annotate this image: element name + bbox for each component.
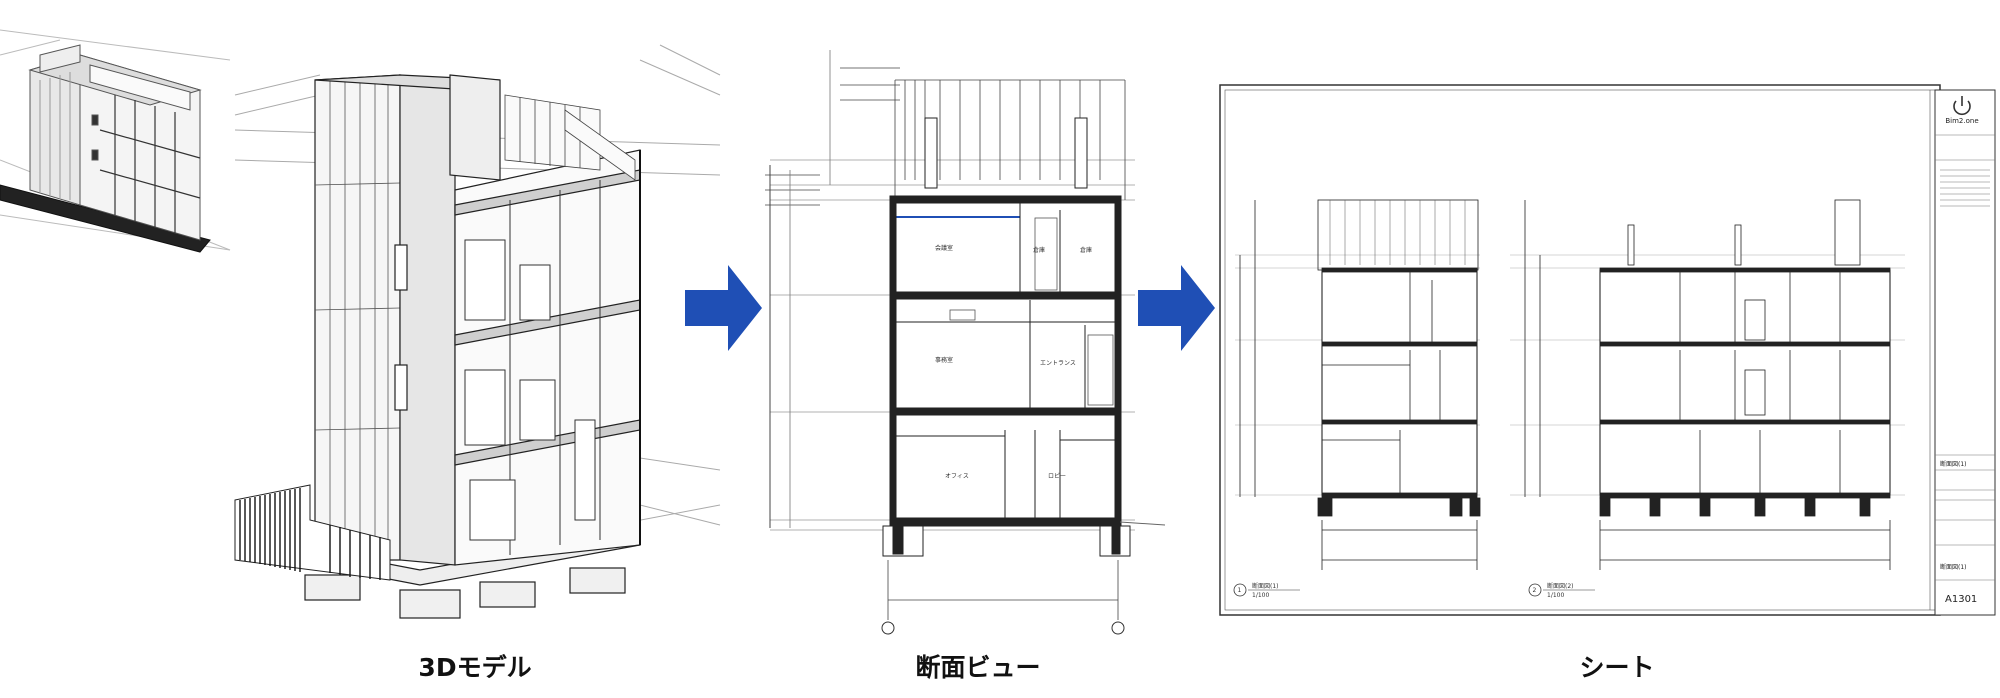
- detail-marker: 2: [1533, 587, 1537, 594]
- room-label: エントランス: [1040, 360, 1076, 367]
- model-3d-overview: [0, 29, 231, 253]
- sheet-section-1: [1235, 199, 1481, 570]
- room-label: オフィス: [945, 473, 969, 480]
- power-icon: [1953, 96, 1971, 116]
- caption-3d-model: 3Dモデル: [418, 653, 532, 682]
- detail-scale: 1/100: [1547, 592, 1564, 599]
- section-room-labels: 会議室 倉庫 倉庫 事務室 エントランス オフィス ロビー: [935, 244, 1092, 480]
- sheet-drawing: Bim2.one 断面図(1) 断面図(1) A1301: [1219, 84, 1996, 616]
- room-label: 事務室: [935, 356, 953, 364]
- arrow-right-icon: [1138, 265, 1215, 351]
- sheet-detail-title-1: 1 断面図(1) 1/100: [1233, 582, 1300, 599]
- model-3d-main: [289, 74, 641, 619]
- detail-marker: 1: [1238, 587, 1242, 594]
- sheet-brand: Bim2.one: [1945, 117, 1978, 125]
- room-label: ロビー: [1048, 472, 1066, 480]
- sheet-number: A1301: [1945, 594, 1977, 605]
- sheet-section-2: [1510, 199, 1905, 570]
- model-3d-group: [0, 29, 721, 619]
- title-block-label: 断面図(1): [1940, 460, 1967, 468]
- model-3d-fence: [234, 484, 391, 581]
- room-label: 倉庫: [1033, 246, 1045, 254]
- sheet-detail-title-2: 2 断面図(2) 1/100: [1528, 582, 1595, 599]
- section-view-drawing: [765, 50, 1166, 635]
- arrow-right-icon: [685, 265, 762, 351]
- title-block-label: 断面図(1): [1940, 563, 1967, 571]
- caption-section-view: 断面ビュー: [915, 653, 1041, 682]
- detail-scale: 1/100: [1252, 592, 1269, 599]
- caption-sheet: シート: [1579, 653, 1655, 682]
- room-label: 倉庫: [1080, 246, 1092, 254]
- room-label: 会議室: [935, 244, 953, 252]
- detail-title: 断面図(1): [1252, 582, 1279, 590]
- detail-title: 断面図(2): [1547, 582, 1574, 590]
